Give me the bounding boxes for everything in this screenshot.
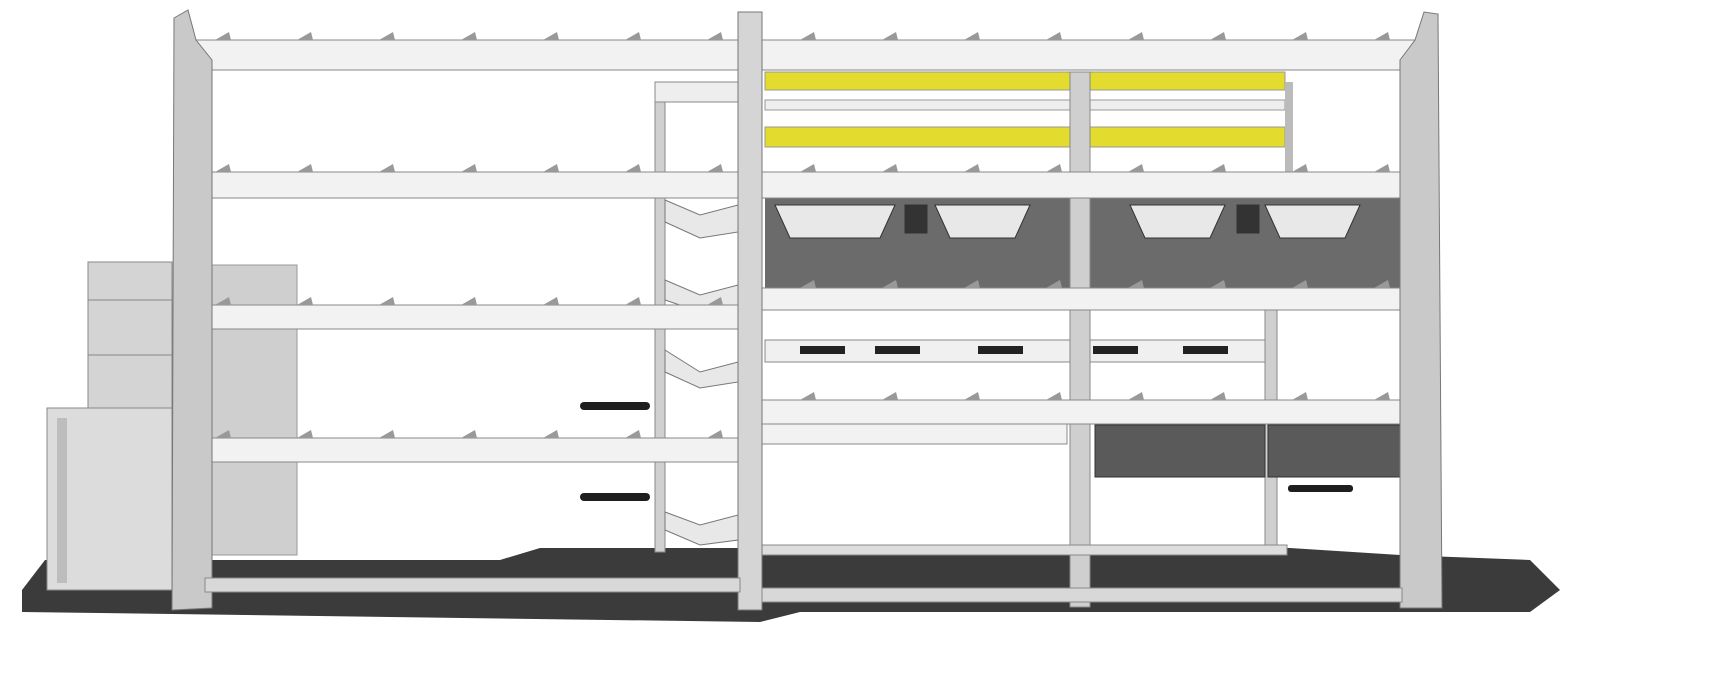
shelf-divider [1210,164,1226,172]
shelf-divider [215,297,231,305]
shelf-divider [1210,32,1226,40]
shelf-divider [1292,392,1308,400]
bottom-rail [761,587,1403,603]
shelf-divider [379,430,395,438]
shelf-divider [1210,280,1226,288]
shelf-divider [215,430,231,438]
chute-holder [664,199,739,239]
shelf-divider [1128,32,1144,40]
shelf-divider [543,430,559,438]
shelf-divider [461,164,477,172]
van-floor [22,548,1560,622]
shelf-divider [964,164,980,172]
center-upright [1069,71,1091,608]
right-drawers [1094,424,1431,492]
shelf-divider [543,297,559,305]
shelf-divider [379,297,395,305]
shelf-divider [625,297,641,305]
shelf-divider [1292,164,1308,172]
shelf-divider [882,32,898,40]
shelf-divider [543,32,559,40]
handle [580,402,650,410]
clip [875,346,920,354]
shelf-divider [297,164,313,172]
shelf-divider [1374,32,1390,40]
handle [580,493,650,501]
shelf-divider [1046,280,1062,288]
shelf [761,399,1433,425]
shelf-divider [882,392,898,400]
shelf-divider [625,164,641,172]
shelf-divider [1128,392,1144,400]
chute-holder [664,511,739,546]
shelf-divider [882,280,898,288]
shelf-divider [1046,164,1062,172]
bottom-rail [204,577,741,593]
bin-holders [774,204,1361,239]
shelf-divider [1046,32,1062,40]
shelf-divider [625,32,641,40]
left-shelves [179,39,741,463]
shelf-divider [1292,280,1308,288]
shelf-divider [800,32,816,40]
shelf-divider [1374,164,1390,172]
shelf-divider [964,280,980,288]
shelf-divider [1128,280,1144,288]
shelf-divider [543,164,559,172]
shelf-divider [379,164,395,172]
yellow-bins [764,71,1293,172]
shelf-divider [1374,392,1390,400]
chute-holder [664,349,739,389]
shelf-divider [707,164,723,172]
shelf [761,39,1433,71]
shelf-divider [1046,392,1062,400]
shelf-divider [297,32,313,40]
tool-clip-rail [764,339,1271,363]
clip [978,346,1023,354]
shelf [179,171,741,199]
shelf-divider [1374,280,1390,288]
shelf [179,437,741,463]
shelf-divider [461,430,477,438]
shelf-divider [297,297,313,305]
shelf-divider [461,297,477,305]
left-cabinet [46,261,173,591]
shelf-divider [964,392,980,400]
shelf-divider [800,164,816,172]
right-shelves [761,39,1433,445]
shelf-divider [1210,392,1226,400]
shelf [761,287,1433,311]
shelf-divider [625,430,641,438]
shelf-divider [800,280,816,288]
clip [1183,346,1228,354]
left-end-panel [171,9,213,611]
shelf-divider [707,32,723,40]
center-divider [737,11,763,611]
shelf-divider [800,392,816,400]
shelf-divider [379,32,395,40]
right-end-panel [1399,11,1443,609]
shelf-divider [707,430,723,438]
base-frame [761,544,1288,556]
shelf-divider [461,32,477,40]
shelf-divider [1128,164,1144,172]
shelf-divider [1292,32,1308,40]
shelf-divider [215,32,231,40]
shelf-divider [215,164,231,172]
shelf-divider [707,297,723,305]
shelf [761,171,1433,199]
shelf [179,39,741,71]
handle [1288,485,1353,492]
shelf [179,304,741,330]
shelf-lip [761,423,1068,445]
clip [800,346,845,354]
shelf-divider [964,32,980,40]
drawer-unit [87,261,173,409]
shelf-divider [882,164,898,172]
shelf-divider [297,430,313,438]
clip [1093,346,1138,354]
